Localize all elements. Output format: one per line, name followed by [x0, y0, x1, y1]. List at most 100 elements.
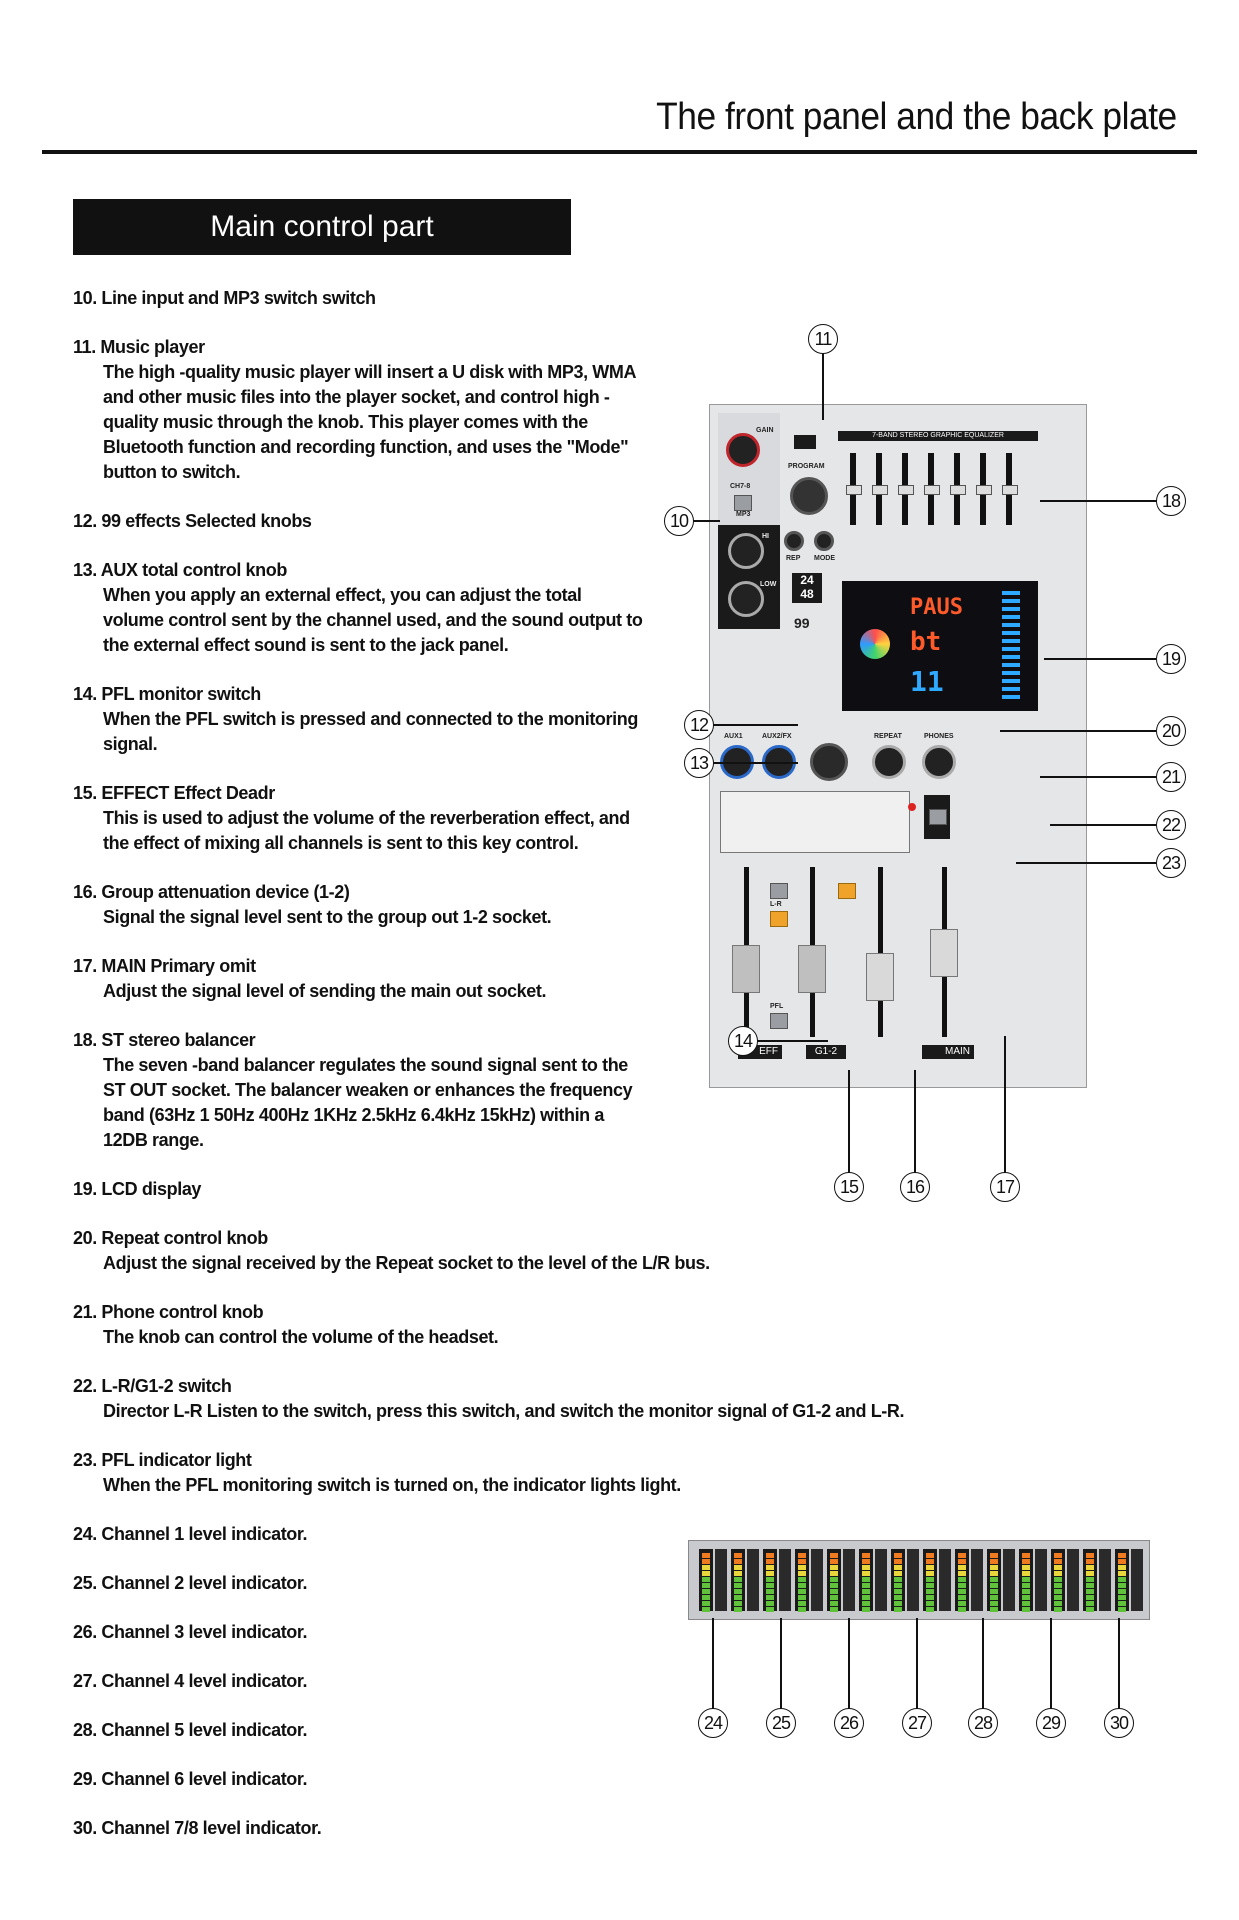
led-segment — [1118, 1595, 1126, 1600]
led-segment — [766, 1553, 774, 1558]
led-segment — [1118, 1577, 1126, 1582]
lead-line — [756, 1040, 828, 1042]
phones-label: PHONES — [924, 733, 954, 740]
led-segment — [862, 1601, 870, 1606]
led-segment — [894, 1583, 902, 1588]
led-segment — [798, 1601, 806, 1606]
lead-line — [916, 1618, 918, 1710]
repeat-label: REPEAT — [874, 733, 902, 740]
led-segment — [1086, 1553, 1094, 1558]
led-segment — [766, 1589, 774, 1594]
led-segment — [1086, 1565, 1094, 1570]
led-segment — [1086, 1577, 1094, 1582]
led-segment — [894, 1595, 902, 1600]
led-segment — [1054, 1601, 1062, 1606]
led-segment — [798, 1571, 806, 1576]
lcd-display: PAUS bt 11 — [842, 581, 1038, 711]
led-segment — [926, 1589, 934, 1594]
led-segment — [1022, 1607, 1030, 1612]
lead-line — [1118, 1618, 1120, 1710]
lcd-level-bars — [1002, 591, 1020, 701]
item-title: 29. Channel 6 level indicator. — [73, 1769, 308, 1789]
led-segment — [1022, 1565, 1030, 1570]
lead-line — [712, 724, 798, 726]
callout-22: 22 — [1156, 810, 1186, 840]
main-right-fader-cap — [930, 929, 958, 977]
led-segment — [894, 1577, 902, 1582]
lead-line — [848, 1070, 850, 1174]
led-segment — [798, 1553, 806, 1558]
led-segment — [990, 1589, 998, 1594]
level-meter — [923, 1549, 937, 1612]
led-segment — [830, 1607, 838, 1612]
lead-line — [914, 1070, 916, 1174]
g12-button — [770, 911, 788, 927]
item-description: Signal the signal level sent to the grou… — [103, 907, 552, 927]
led-segment — [990, 1595, 998, 1600]
list-item: 27. Channel 4 level indicator. — [73, 1669, 953, 1694]
section-heading: Main control part — [73, 199, 571, 255]
lcd-line2: bt — [910, 627, 942, 657]
lead-line — [1040, 776, 1156, 778]
led-segment — [894, 1565, 902, 1570]
led-segment — [830, 1595, 838, 1600]
led-segment — [1054, 1583, 1062, 1588]
callout-20: 20 — [1156, 716, 1186, 746]
led-segment — [1086, 1589, 1094, 1594]
callout-19: 19 — [1156, 644, 1186, 674]
led-segment — [798, 1595, 806, 1600]
eq-slider-cap — [924, 485, 940, 495]
meter-scale — [843, 1549, 855, 1611]
level-meter — [795, 1549, 809, 1612]
repeat-knob — [872, 745, 906, 779]
led-segment — [830, 1565, 838, 1570]
callout-23: 23 — [1156, 848, 1186, 878]
led-segment — [702, 1601, 710, 1606]
led-segment — [1054, 1553, 1062, 1558]
mode-label: MODE — [814, 555, 835, 562]
lead-line — [1050, 824, 1156, 826]
led-segment — [862, 1577, 870, 1582]
rep-button — [784, 531, 804, 551]
led-segment — [830, 1553, 838, 1558]
g12-fader-cap — [798, 945, 826, 993]
level-meter — [699, 1549, 713, 1612]
callout-25: 25 — [766, 1708, 796, 1738]
led-segment — [1022, 1589, 1030, 1594]
item-description: Adjust the signal received by the Repeat… — [103, 1253, 710, 1273]
led-segment — [1086, 1601, 1094, 1606]
phones-knob — [922, 745, 956, 779]
callout-26: 26 — [834, 1708, 864, 1738]
led-segment — [862, 1607, 870, 1612]
led-segment — [830, 1601, 838, 1606]
led-segment — [702, 1607, 710, 1612]
lead-line — [1040, 500, 1158, 502]
item-description: The seven -band balancer regulates the s… — [103, 1055, 633, 1150]
aux1-label: AUX1 — [724, 733, 743, 740]
item-title: 23. PFL indicator light — [73, 1450, 252, 1470]
level-meter — [891, 1549, 905, 1612]
callout-30: 30 — [1104, 1708, 1134, 1738]
led-segment — [1086, 1571, 1094, 1576]
item-title: 15. EFFECT Effect Deadr — [73, 783, 275, 803]
led-segment — [766, 1565, 774, 1570]
led-segment — [1054, 1607, 1062, 1612]
led-segment — [990, 1571, 998, 1576]
led-segment — [830, 1559, 838, 1564]
eq-slider-cap — [976, 485, 992, 495]
led-segment — [1054, 1589, 1062, 1594]
led-segment — [862, 1571, 870, 1576]
led-segment — [830, 1577, 838, 1582]
dsp-99-label: 99 — [794, 615, 810, 631]
meter-scale — [907, 1549, 919, 1611]
ch78-label: CH7-8 — [730, 483, 751, 490]
item-title: 25. Channel 2 level indicator. — [73, 1573, 308, 1593]
led-segment — [1022, 1595, 1030, 1600]
led-segment — [1054, 1577, 1062, 1582]
led-segment — [702, 1553, 710, 1558]
led-segment — [990, 1607, 998, 1612]
list-item: 25. Channel 2 level indicator. — [73, 1571, 953, 1596]
